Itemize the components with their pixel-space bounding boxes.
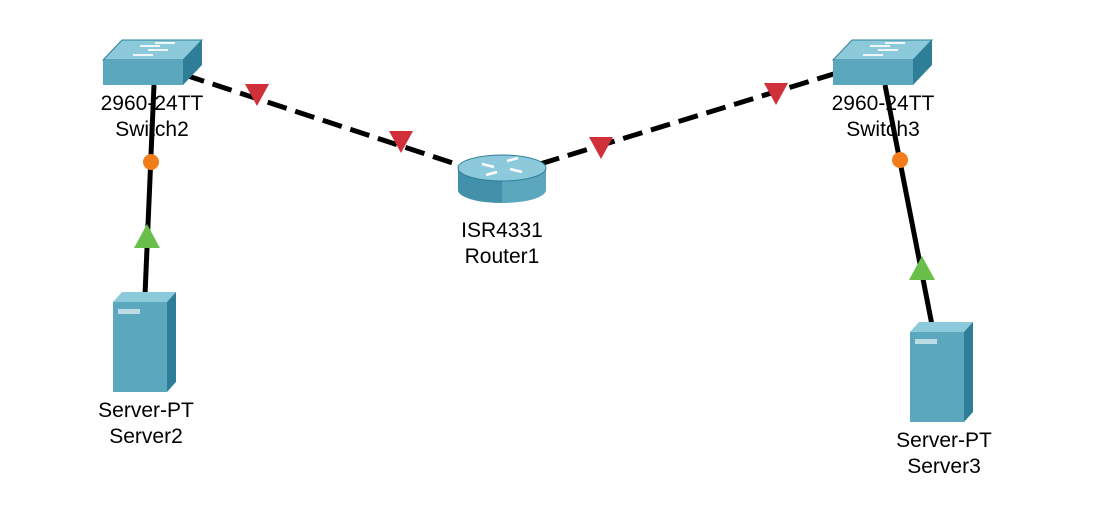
server3-name-label: Server3: [907, 455, 981, 478]
router1-name-label: Router1: [465, 245, 540, 268]
switch3-name-label: Switch3: [846, 118, 920, 141]
links-layer: [142, 69, 935, 326]
link-negotiating-marker-switch3-side: [892, 152, 908, 168]
link-down-marker-router1-left-side: [389, 131, 413, 153]
device-router1[interactable]: ISR4331 Router1: [457, 154, 547, 268]
link-switch2-server2[interactable]: [142, 84, 157, 296]
link-switch3-server3[interactable]: [882, 84, 935, 326]
link-router1-switch3[interactable]: [539, 69, 841, 167]
link-switch2-router1[interactable]: [184, 72, 463, 169]
router1-model-label: ISR4331: [461, 219, 543, 242]
link-down-marker-switch3-side: [764, 83, 788, 105]
switch3-model-label: 2960-24TT: [832, 92, 935, 115]
server-icon[interactable]: [113, 292, 176, 392]
device-switch3[interactable]: 2960-24TT Switch3: [831, 39, 935, 141]
switch-icon[interactable]: [101, 39, 204, 85]
link-up-marker-server2-side: [134, 224, 160, 248]
link-down-marker-router1-right-side: [589, 137, 613, 159]
link-negotiating-marker-switch2-side: [143, 154, 159, 170]
server2-model-label: Server-PT: [98, 399, 194, 422]
switch2-name-label: Switch2: [115, 118, 189, 141]
link-markers-layer: [134, 83, 935, 280]
link-up-marker-server3-side: [909, 256, 935, 280]
server3-model-label: Server-PT: [896, 429, 992, 452]
router-icon[interactable]: [457, 154, 547, 203]
server2-name-label: Server2: [109, 425, 183, 448]
switch-icon[interactable]: [831, 39, 934, 85]
link-down-marker-switch2-side: [245, 84, 269, 106]
device-server2[interactable]: Server-PT Server2: [98, 292, 194, 448]
switch2-model-label: 2960-24TT: [101, 92, 204, 115]
device-switch2[interactable]: 2960-24TT Switch2: [101, 39, 204, 141]
device-server3[interactable]: Server-PT Server3: [896, 322, 992, 478]
server-icon[interactable]: [910, 322, 973, 422]
